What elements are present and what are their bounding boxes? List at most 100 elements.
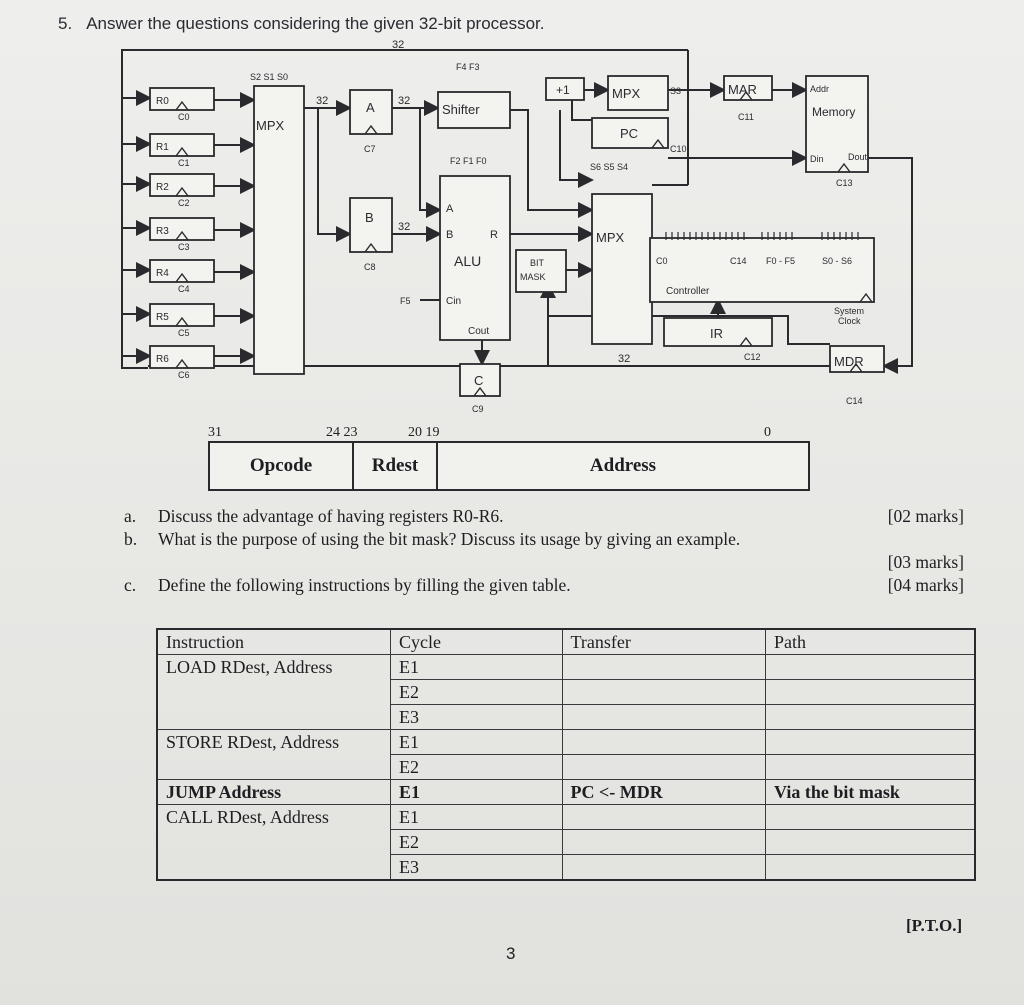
cell-cycle: E2	[389, 754, 563, 780]
alu-cout: Cout	[468, 326, 489, 337]
question-text: Answer the questions considering the giv…	[86, 14, 545, 33]
reg-b-ctrl: C8	[364, 262, 376, 272]
mpx-top-select: S3	[670, 86, 681, 96]
controller-box	[649, 237, 875, 303]
cell-path[interactable]	[765, 654, 976, 680]
cell-cycle: E3	[389, 854, 563, 881]
controller-label: Controller	[666, 286, 710, 297]
shifter-select: F4 F3	[456, 62, 480, 72]
cell-transfer[interactable]	[561, 754, 767, 780]
cell-instruction	[156, 829, 391, 855]
cell-path[interactable]	[765, 729, 976, 755]
cell-transfer[interactable]	[561, 854, 767, 881]
question-number: 5.	[58, 14, 73, 33]
reg-r3-ctrl: C3	[178, 242, 190, 252]
memory-ctrl: C13	[836, 178, 853, 188]
reg-r5-label: R5	[156, 312, 169, 323]
cell-cycle: E2	[389, 679, 563, 705]
reg-c-ctrl: C9	[472, 404, 484, 414]
cell-instruction	[156, 704, 391, 730]
pc-label: PC	[620, 126, 638, 141]
question-marks: [02 marks]	[887, 506, 964, 526]
bus-width-label-mdr: 32	[618, 353, 630, 365]
reg-r4-ctrl: C4	[178, 284, 190, 294]
cell-transfer[interactable]	[561, 729, 767, 755]
question-text: Define the following instructions by fil…	[158, 575, 571, 595]
cell-transfer[interactable]	[561, 679, 767, 705]
field-address: Address	[589, 455, 657, 476]
mpx-mid-select: S6 S5 S4	[590, 162, 628, 172]
question-title: 5. Answer the questions considering the g…	[58, 14, 545, 34]
alu-cin: Cin	[446, 296, 461, 307]
bit-mask-line2: MASK	[520, 272, 546, 282]
pto-label: [P.T.O.]	[906, 916, 963, 935]
question-b-marks-line: [03 marks]	[124, 552, 964, 575]
bus-width-label-a-shifter: 32	[398, 95, 410, 107]
cell-path[interactable]: Via the bit mask	[765, 779, 976, 805]
ir-box	[663, 317, 773, 347]
reg-r0-ctrl: C0	[178, 112, 190, 122]
bus-width-label: 32	[392, 39, 404, 51]
incrementer-box	[545, 77, 585, 101]
bit-positions: 31 24 23 20 19 0	[208, 425, 808, 441]
controller-signal-s: S0 - S6	[822, 256, 852, 266]
cell-path[interactable]	[765, 754, 976, 780]
cell-cycle: E2	[389, 829, 563, 855]
cell-path[interactable]	[765, 679, 976, 705]
question-text: What is the purpose of using the bit mas…	[158, 529, 741, 549]
reg-r6-ctrl: C6	[178, 370, 190, 380]
incrementer-label: +1	[556, 83, 570, 97]
question-b: b. What is the purpose of using the bit …	[124, 529, 964, 552]
cell-transfer[interactable]	[561, 829, 767, 855]
cell-transfer[interactable]	[561, 704, 767, 730]
alu-in-b: B	[446, 229, 453, 241]
mar-label: MAR	[728, 82, 757, 97]
mpx-mid-box	[591, 193, 653, 345]
cell-cycle: E1	[389, 804, 563, 830]
header-instruction: Instruction	[156, 628, 391, 655]
cell-path[interactable]	[765, 804, 976, 830]
mpx-left-select: S2 S1 S0	[250, 72, 288, 82]
format-fields: Opcode Rdest Address	[208, 441, 810, 491]
memory-box	[805, 75, 869, 173]
reg-r2-label: R2	[156, 182, 169, 193]
bit-24-23: 24 23	[326, 425, 358, 440]
reg-c-box	[459, 363, 501, 397]
question-a: a. Discuss the advantage of having regis…	[124, 506, 964, 529]
mpx-top-label: MPX	[612, 86, 641, 101]
cell-cycle: E1	[389, 779, 563, 805]
mpx-left-box	[253, 85, 305, 375]
bit-20-19: 20 19	[408, 425, 440, 440]
main-bus-line	[121, 49, 688, 369]
cell-path[interactable]	[765, 704, 976, 730]
mdr-label: MDR	[834, 354, 864, 369]
system-clock-line1: System	[834, 306, 864, 316]
page-number: 3	[506, 944, 516, 963]
memory-din: Din	[810, 154, 824, 164]
alu-label: ALU	[454, 253, 481, 269]
bit-mask-line1: BIT	[530, 258, 545, 268]
bus-width-label-mpx-a: 32	[316, 95, 328, 107]
header-transfer: Transfer	[561, 628, 767, 655]
system-clock-line2: Clock	[838, 316, 861, 326]
table-row: E3	[156, 704, 976, 730]
cell-transfer[interactable]	[561, 654, 767, 680]
mar-ctrl: C11	[738, 112, 754, 122]
cell-path[interactable]	[765, 854, 976, 881]
mpx-mid-label: MPX	[596, 230, 625, 245]
cell-transfer[interactable]	[561, 804, 767, 830]
table-row: E2	[156, 829, 976, 855]
table-row: E2	[156, 679, 976, 705]
table-header-row: Instruction Cycle Transfer Path	[156, 628, 976, 655]
mpx-left-label: MPX	[256, 118, 285, 133]
cell-path[interactable]	[765, 829, 976, 855]
controller-signal-f: F0 - F5	[766, 256, 795, 266]
memory-dout: Dout	[848, 152, 868, 162]
cell-transfer[interactable]: PC <- MDR	[561, 779, 767, 805]
shifter-box	[437, 91, 511, 129]
alu-select: F2 F1 F0	[450, 156, 487, 166]
header-path: Path	[765, 628, 976, 655]
mdr-ctrl: C14	[846, 396, 863, 406]
reg-r2-ctrl: C2	[178, 198, 190, 208]
question-text: Discuss the advantage of having register…	[158, 506, 504, 526]
